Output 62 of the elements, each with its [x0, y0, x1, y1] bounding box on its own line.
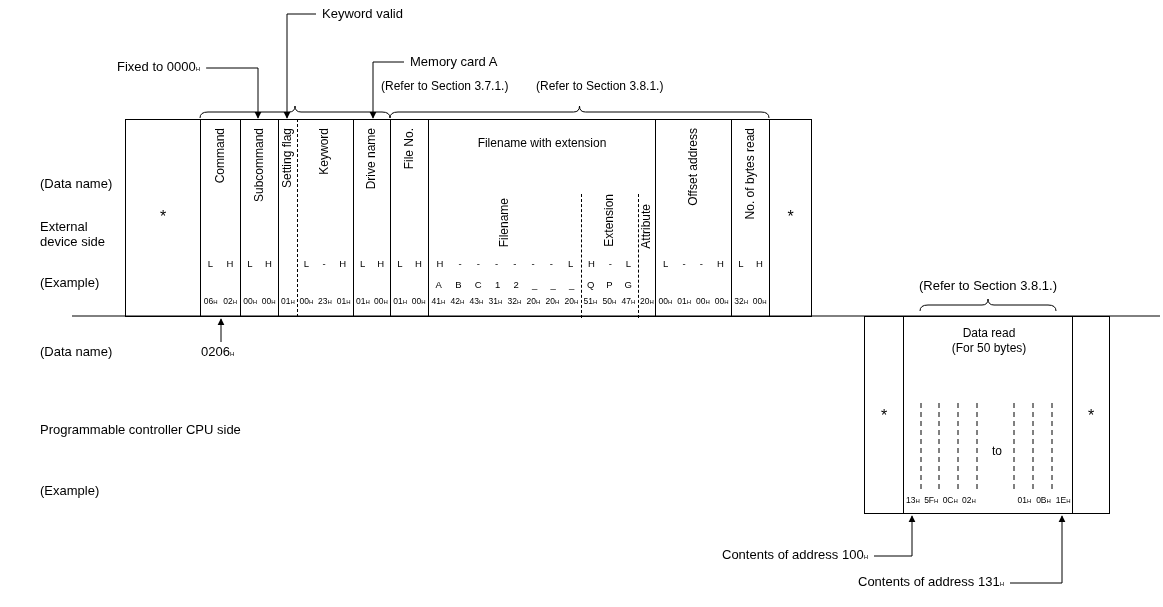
annotation-text: Memory card A [410, 54, 498, 70]
frame-field [297, 119, 354, 317]
field-name: Data read (For 50 bytes) [950, 326, 1028, 356]
frame-field [200, 119, 241, 317]
frame-field [903, 316, 1073, 514]
range-text: to [991, 445, 1003, 459]
byte-order: L - - H [662, 258, 725, 270]
frame-subfield [581, 194, 639, 318]
frame-subfield [429, 194, 582, 318]
field-name: Extension [602, 194, 617, 247]
annotation-text: Keyword valid [322, 6, 403, 22]
section-reference: (Refer to Section 3.7.1.) [381, 80, 509, 94]
field-name: Offset address [686, 128, 701, 206]
byte-order: H - L [586, 258, 633, 270]
leader-arrow [369, 61, 405, 119]
frame-field [390, 119, 429, 317]
frame-field [769, 119, 812, 317]
asterisk: * [786, 208, 795, 227]
row-label: External device side [40, 220, 107, 250]
field-name: File No. [402, 128, 417, 170]
field-name: Attribute [640, 204, 654, 249]
field-name: No. of bytes read [743, 128, 758, 220]
leader-arrow [205, 67, 262, 119]
section-reference: (Refer to Section 3.8.1.) [536, 80, 664, 94]
leader-arrow [283, 13, 317, 119]
byte-order: L H [206, 258, 235, 270]
byte-order: L H [737, 258, 764, 270]
byte-order: L H [396, 258, 423, 270]
row-label: (Data name) [40, 177, 113, 192]
row-label: (Example) [40, 276, 100, 291]
row-label: (Data name) [40, 345, 113, 360]
frame-field [864, 316, 904, 514]
frame-field [1072, 316, 1110, 514]
frame-field [353, 119, 391, 317]
asterisk: * [1086, 407, 1096, 426]
leader-arrow [873, 515, 916, 557]
byte-order: L H [246, 258, 273, 270]
asterisk: * [879, 407, 889, 426]
frame-field [278, 119, 298, 317]
field-name: Command [213, 128, 228, 184]
frame-field [125, 119, 201, 317]
field-name: Setting flag [281, 128, 295, 189]
byte-order: L - H [302, 258, 348, 270]
frame-field [731, 119, 770, 317]
row-label: Programmable controller CPU side [40, 423, 241, 438]
field-name: Keyword [318, 128, 332, 175]
section-reference: (Refer to Section 3.8.1.) [918, 279, 1058, 294]
field-name: Filename [498, 198, 512, 248]
row-label: (Example) [40, 484, 100, 499]
byte-order: L H [358, 258, 386, 270]
example-characters: A B C 1 2 _ _ _ [434, 279, 576, 291]
example-characters: Q P G [585, 279, 633, 291]
byte-order: H - - - - - - L [435, 258, 575, 270]
leader-arrow [217, 318, 225, 343]
field-name: Subcommand [252, 128, 267, 203]
frame-field [240, 119, 279, 317]
leader-arrow [1009, 515, 1066, 584]
frame-field [428, 119, 656, 317]
field-name: Drive name [365, 128, 379, 190]
field-name: Filename with extension [476, 137, 608, 151]
frame-field [655, 119, 732, 317]
asterisk: * [158, 208, 168, 227]
